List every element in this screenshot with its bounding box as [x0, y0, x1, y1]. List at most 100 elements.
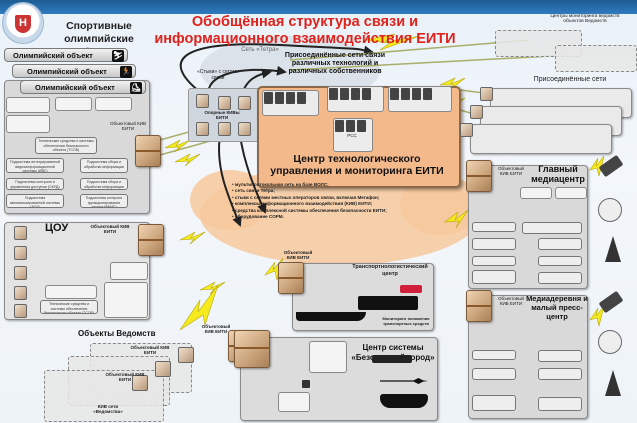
monitor-center-box	[555, 45, 637, 72]
kiv-node-icon[interactable]	[460, 123, 473, 137]
tab-label: Олимпийский объект	[27, 67, 107, 76]
logo-letter: Н	[15, 15, 31, 33]
title-line: различных технологий и	[291, 60, 379, 67]
kiv-node-icon[interactable]	[155, 361, 171, 377]
kiv-net-label: КИВ сети «Ведомства»	[93, 404, 123, 414]
kiv-node-icon[interactable]	[196, 122, 209, 136]
kiv-node-icon[interactable]	[196, 94, 209, 108]
title-line: Медиадеревня и	[526, 294, 588, 303]
subsystem-box: Подсистема сбора и обработки информации	[80, 178, 128, 190]
media-village-title: Медиадеревня и малый пресс-центр	[526, 294, 588, 321]
title-line: различных собственников	[288, 68, 382, 75]
rss-node[interactable]	[333, 118, 373, 152]
workstation-box	[110, 262, 148, 280]
radio-tower-icon	[605, 370, 621, 396]
kiv-node-icon[interactable]	[218, 96, 231, 110]
mediacenter-title: Главный медиацентр	[530, 164, 586, 184]
list-item: мультипротокольная сеть на базе ВОЛС;	[232, 182, 462, 188]
subsystem-box: Технические средства и системы обеспечен…	[40, 300, 98, 314]
device-group	[262, 90, 319, 116]
camera-node-icon[interactable]	[14, 304, 27, 318]
olympic-object-tab[interactable]: Олимпийский объект⛸	[20, 80, 146, 94]
links-label: «Стыки» с сетями связи	[197, 69, 239, 81]
cameras-box	[45, 285, 97, 299]
list-item: оборудование СОРМ.	[232, 214, 462, 220]
attached-networks-title: Присоединённые сети	[533, 76, 607, 83]
subsystem-box: Технические средства и системы обеспечен…	[35, 137, 97, 154]
telephony-box	[55, 97, 92, 111]
checkpoint-icon	[372, 355, 412, 363]
satellite-dish-icon	[598, 198, 622, 222]
camera-node-icon[interactable]	[14, 226, 27, 240]
subsystem-box	[538, 368, 582, 380]
kiv-node-icon[interactable]	[178, 347, 194, 363]
kiv-node-icon[interactable]	[480, 87, 493, 101]
title-line: медиацентр	[531, 174, 585, 184]
device-group	[327, 86, 384, 112]
kiv-node-icon[interactable]	[132, 375, 148, 391]
kiv-label: Объектовый КИВ ЕИТИ	[201, 324, 231, 334]
vehicle-icon	[380, 394, 428, 408]
title-line: Главный	[538, 164, 578, 174]
kiv-server-icon[interactable]	[138, 224, 164, 256]
operator-workstations-box	[309, 341, 347, 373]
cou-title: ЦОУ	[45, 222, 69, 234]
page-title: Обобщённая структура связи и информацион…	[150, 14, 460, 48]
subsystem-box	[472, 350, 516, 360]
camera-node-icon[interactable]	[14, 246, 27, 260]
tetra-label: Сеть «Тетра»	[241, 47, 279, 53]
transport-title: Транспортнологистический центр	[345, 264, 435, 277]
kiv-server-icon[interactable]	[278, 262, 304, 294]
subsystem-box	[538, 256, 582, 266]
attached-network-panel	[470, 124, 612, 154]
kiv-label: Объектовый КИВ ЕИТИ	[109, 121, 147, 131]
kiv-server-icon[interactable]	[466, 160, 492, 192]
pc-workstations-box	[6, 97, 50, 113]
cameras-box	[555, 187, 587, 199]
radio-tower-icon	[605, 236, 621, 262]
subsystem-box	[538, 238, 582, 250]
sensor-icon	[302, 380, 310, 388]
camera-box	[278, 392, 310, 412]
list-item: комплексы информационного взаимодействия…	[232, 201, 462, 207]
subsystem-box	[472, 395, 516, 411]
subsystem-box	[538, 350, 582, 362]
kiv-label: Объектовый КИВ ЕИТИ	[105, 372, 145, 382]
subsystem-box	[522, 222, 582, 234]
tab-label: Олимпийский объект	[13, 51, 93, 60]
title-line: Центр системы	[362, 343, 424, 352]
kiv-node-icon[interactable]	[470, 105, 483, 119]
car-icon	[400, 285, 422, 293]
kiv-label: Объектовый КИВ ЕИТИ	[130, 345, 170, 355]
kiv-label: Объектовый КИВ ЕИТИ	[283, 250, 313, 260]
kiv-node-icon[interactable]	[238, 122, 251, 136]
kiv-node-icon[interactable]	[238, 96, 251, 110]
camera-node-icon[interactable]	[14, 266, 27, 280]
camera-node-icon[interactable]	[14, 286, 27, 300]
kiv-label: Объектовый КИВ ЕИТИ	[498, 166, 524, 176]
subsystem-box	[472, 270, 516, 284]
subsystem-box: Подсистема интегрированной видеоинформац…	[6, 158, 64, 173]
title-line: Центр технологического	[293, 153, 421, 165]
ship-icon	[296, 312, 366, 321]
title-line: центр	[382, 270, 398, 277]
title-line: Транспортнологистический	[352, 264, 428, 270]
monitor-center-box	[495, 30, 582, 57]
title-line: Обобщённая структура связи и	[191, 14, 419, 30]
title-line: Спортивные	[66, 20, 132, 32]
kiv-server-icon[interactable]	[466, 290, 492, 322]
list-item: сеть связи Тетра;	[232, 188, 462, 194]
kiv-server-icon[interactable]	[234, 330, 270, 368]
kiv-node-icon[interactable]	[218, 122, 231, 136]
kiv-server-icon[interactable]	[135, 135, 161, 167]
vedomstva-title: Объекты Ведомств	[78, 329, 156, 338]
olympic-object-tab[interactable]: Олимпийский объект 🏃	[12, 64, 136, 78]
title-line: управления и мониторинга ЕИТИ	[270, 165, 444, 177]
runner-icon: 🏃	[120, 66, 132, 78]
subsystem-box	[472, 222, 516, 232]
header-bar	[0, 0, 637, 14]
olympic-object-tab[interactable]: Олимпийский объект⛷	[4, 48, 128, 62]
subsystem-box: Подсистема контроля и управления доступо…	[6, 178, 64, 190]
kiv-label: Объектовый КИВ ЕИТИ	[498, 296, 524, 306]
list-item: средства комплексной системы обеспечения…	[232, 208, 462, 214]
